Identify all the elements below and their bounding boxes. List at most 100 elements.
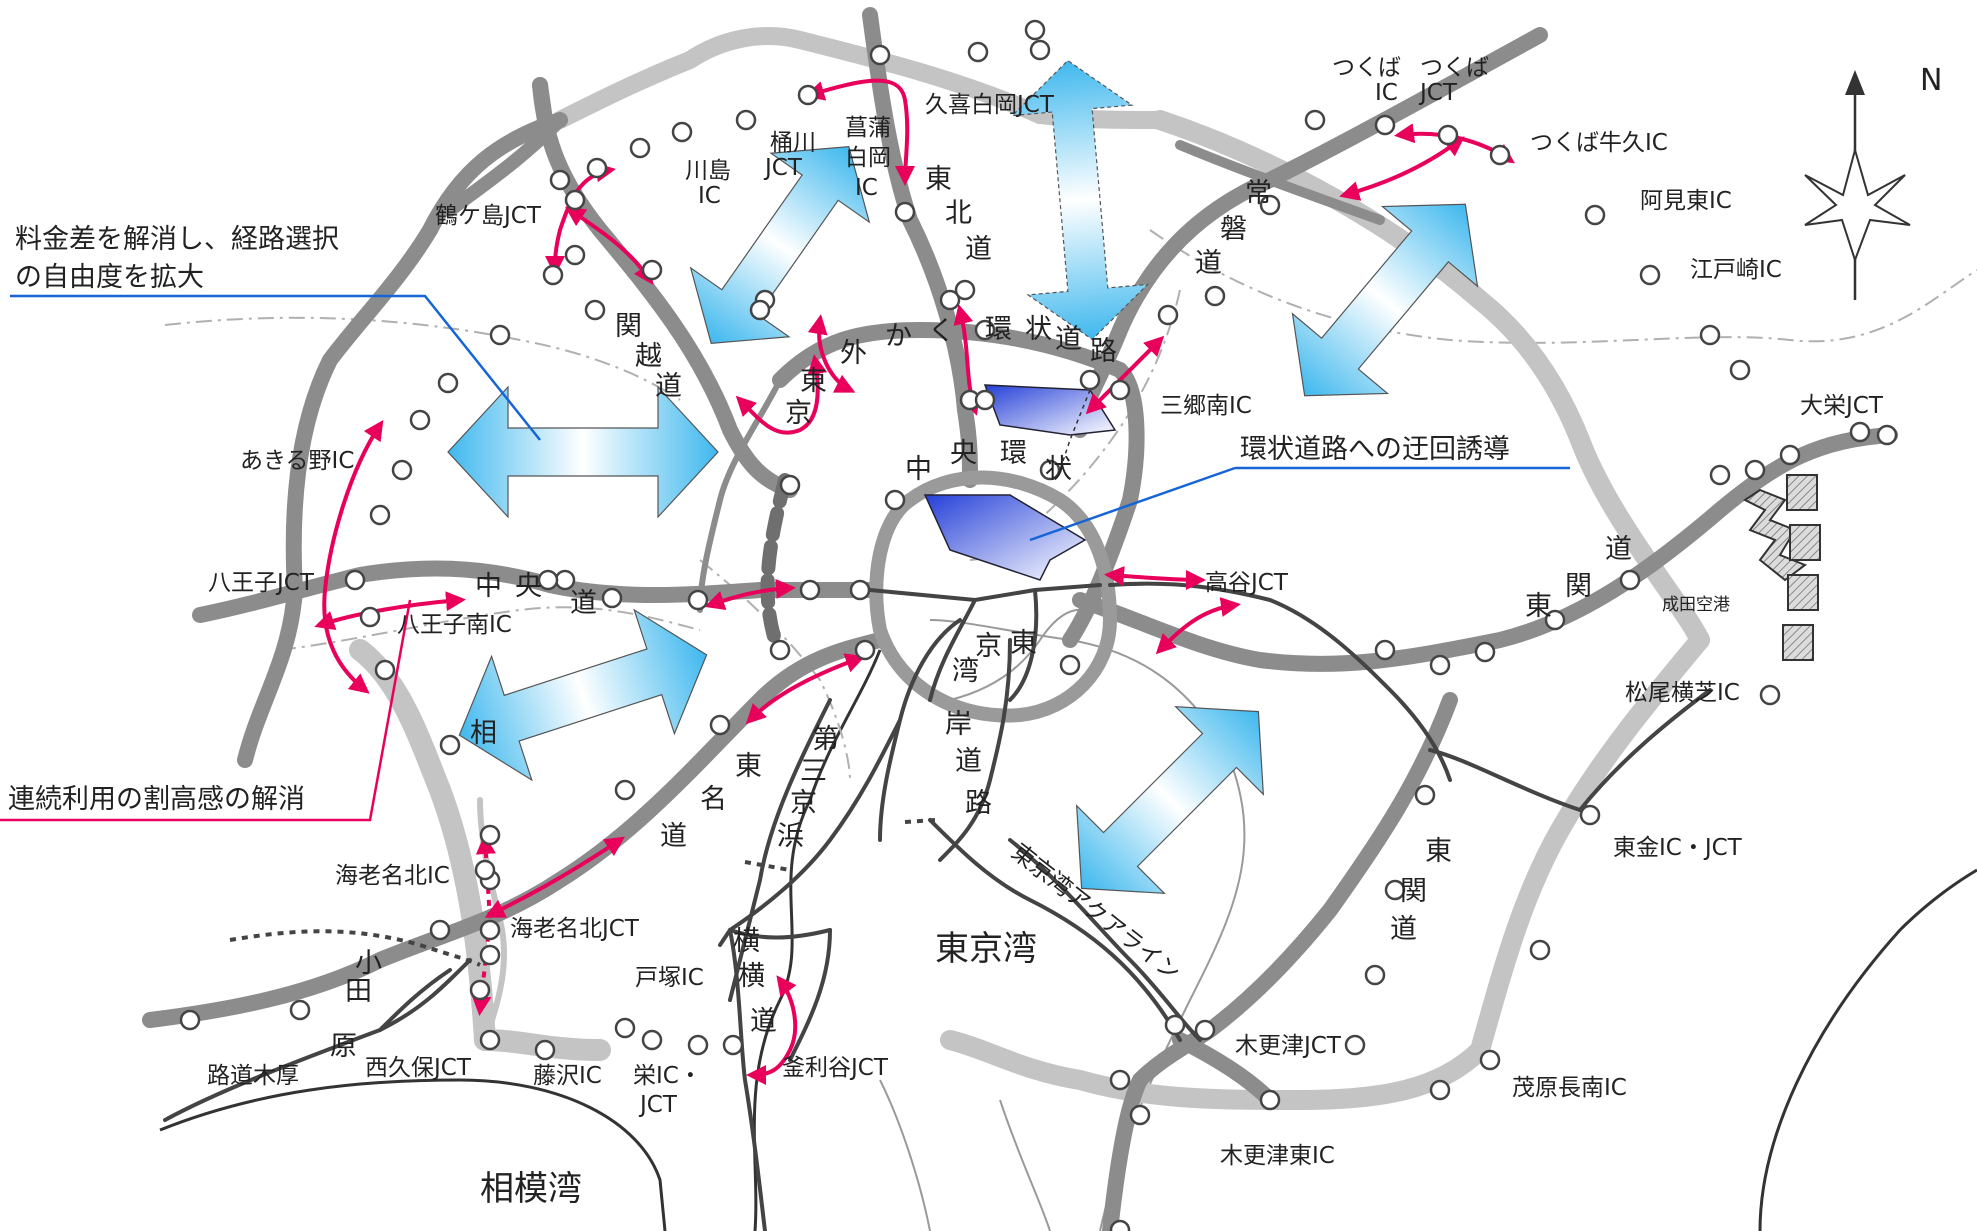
continuous-callout-line: [0, 599, 412, 822]
arrow-chuo-north: [447, 385, 719, 519]
ic-node-6: [671, 121, 693, 143]
ic-node-70: [1544, 609, 1566, 631]
tomei-char-1: 東: [735, 751, 762, 782]
label-mobara-nagaminami: 茂原長南IC: [1512, 1075, 1627, 1101]
fare-callout-line2: の自由度を拡大: [15, 262, 204, 293]
arrow-north: [1010, 59, 1150, 341]
freedom-arrows: [447, 59, 1479, 895]
yokohama-link: [728, 928, 832, 940]
urban-7: [938, 638, 1012, 862]
higashi-kanto-char-3: 東: [1525, 591, 1552, 622]
pink-arrow-tomei-gaikan: [745, 653, 866, 725]
ic-node-15: [369, 504, 391, 526]
gaikan-char-2: か: [885, 321, 912, 352]
label-narita-airport: 成田空港: [1662, 595, 1730, 615]
ic-node-51: [1109, 1219, 1131, 1231]
tohoku-char-2: 北: [945, 198, 972, 229]
label-ami-higashi: 阿見東IC: [1640, 188, 1732, 214]
wangan-char-1: 湾: [952, 656, 979, 687]
keiyo-road: [1108, 581, 1452, 782]
pink-arrow-hachioji-chuo: [314, 591, 466, 631]
dotted-tomei-ext: [229, 929, 481, 967]
kanetsu-char-3: 道: [655, 371, 682, 402]
ic-node-75: [894, 201, 916, 223]
kanetsu-road: [532, 77, 798, 498]
tohoku-char-3: 道: [965, 234, 992, 265]
border-1: [164, 316, 681, 401]
tokyo-bay-west-coast: [752, 649, 882, 1231]
ic-node-90: [709, 714, 731, 736]
ic-node-58: [641, 259, 663, 281]
gaikan-char-1: 外: [840, 338, 867, 369]
airport-block-4: [1782, 624, 1814, 661]
label-shobu-1: 菖蒲: [845, 115, 891, 141]
ic-node-45: [1479, 1049, 1501, 1071]
place-labels: 久喜白岡JCT つくば IC つくば JCT つくば牛久IC 阿見東IC 江戸崎…: [208, 55, 1884, 1169]
ic-node-44: [1529, 939, 1551, 961]
joban-char-3: 道: [1195, 248, 1222, 279]
label-sakae-2: JCT: [638, 1092, 678, 1118]
ic-node-11: [489, 324, 511, 346]
ic-node-98: [537, 569, 559, 591]
label-tsurugashima: 鶴ケ島JCT: [435, 203, 542, 229]
road-labels: 関 越 道 東 北 道 常 磐 道 外 か く 環 状 道 路 東 京 中 央 …: [207, 164, 1632, 1089]
chuo-char-1: 中: [475, 571, 502, 602]
yokoyoko-char-1: 横: [733, 926, 760, 957]
gaikan-char-3: く: [928, 316, 955, 347]
daisan-char-2: 三: [800, 756, 827, 787]
ic-node-25: [479, 1029, 501, 1051]
label-shobu-3: IC: [855, 175, 878, 201]
compass-north-label: N: [1920, 63, 1942, 98]
ic-node-81: [769, 639, 791, 661]
atsugi-label: 路道木厚: [207, 1063, 299, 1089]
compass: N: [1804, 63, 1942, 300]
ic-node-8: [586, 157, 608, 179]
ic-node-18: [374, 659, 396, 681]
label-kamariya: 釜利谷JCT: [782, 1055, 889, 1081]
river: [999, 1099, 1051, 1231]
label-shobu-2: 白岡: [845, 145, 891, 171]
label-kawajima-1: 川島: [685, 158, 731, 184]
pink-arrow-misato: [1085, 335, 1165, 415]
urban-3: [1008, 588, 1039, 702]
higashi-kanto-char-2: 関: [1565, 571, 1592, 602]
tokan-char-2: 京: [785, 398, 812, 429]
ic-node-48: [1259, 1089, 1281, 1111]
tokyo-bay-label: 東京湾: [935, 929, 1037, 969]
detour-shapes: [923, 384, 1117, 581]
label-nishikubo: 西久保JCT: [365, 1055, 472, 1081]
ic-node-53: [1384, 879, 1406, 901]
ic-node-87: [289, 999, 311, 1021]
yokoyoko-char-3: 道: [750, 1006, 777, 1037]
label-tsukuba-jct-2: JCT: [1418, 80, 1458, 106]
gaikan-char-7: 路: [1090, 336, 1117, 367]
yokoyoko-road: [728, 928, 767, 1231]
chuo-char-2: 央: [515, 571, 542, 602]
ic-node-1: [869, 44, 891, 66]
tomei-char-2: 名: [700, 784, 727, 815]
ic-node-57: [564, 244, 586, 266]
tateyama-road: [1102, 692, 1458, 1231]
ic-node-7: [629, 137, 651, 159]
joban-char-2: 磐: [1220, 214, 1247, 245]
detour-dotted-edge: [1059, 389, 1091, 471]
ic-node-71: [1619, 569, 1641, 591]
ic-node-65: [1259, 194, 1281, 216]
ic-node-36: [1584, 204, 1606, 226]
label-ebina-kita-jct: 海老名北JCT: [510, 916, 640, 942]
ic-node-68: [1429, 654, 1451, 676]
gaikan-char-4: 環: [985, 314, 1012, 345]
ic-node-2: [1024, 19, 1046, 41]
ic-node-47: [1164, 1014, 1186, 1036]
ic-node-24: [469, 979, 491, 1001]
ic-node-67: [1374, 639, 1396, 661]
continuous-callout: 連続利用の割高感の解消: [8, 784, 305, 815]
chuo-kanjo: [869, 470, 1118, 723]
label-hachioji-jct: 八王子JCT: [208, 570, 315, 596]
ic-node-52: [1414, 784, 1436, 806]
kanetsu-upper: [532, 77, 553, 128]
water-labels: 東京湾 相模湾: [480, 929, 1037, 1209]
label-totsuka: 戸塚IC: [635, 965, 704, 991]
ic-node-95: [1079, 369, 1101, 391]
